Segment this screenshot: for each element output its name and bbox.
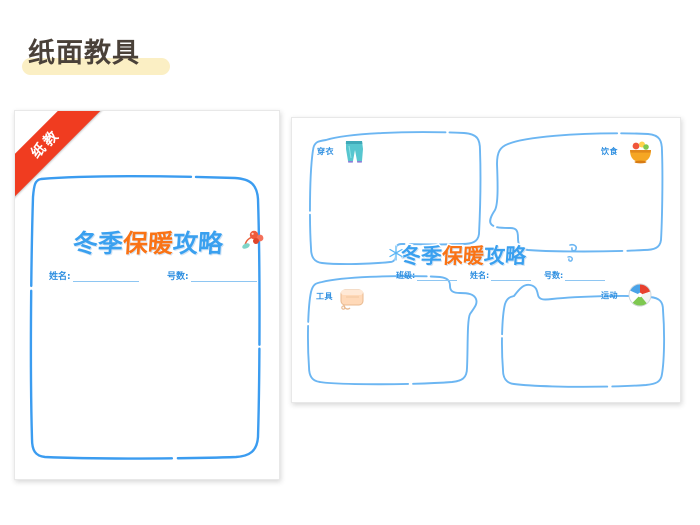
bubble-diet — [489, 132, 664, 253]
bubble-tools — [307, 275, 478, 386]
bubble-sports — [501, 283, 666, 388]
title-char: 保 — [121, 228, 151, 260]
title-char: 略 — [503, 243, 529, 270]
food-bowl-icon — [630, 141, 651, 164]
field-class[interactable]: 班级: — [396, 270, 458, 281]
field-number[interactable]: 号数: — [544, 270, 606, 281]
student-fields-left: 姓名: 号数: — [49, 269, 279, 285]
worksheet-title-left: 冬季保暖攻略 — [70, 228, 226, 260]
field-name[interactable]: 姓名: — [470, 270, 532, 281]
title-char: 保 — [440, 243, 466, 270]
bubble-label-tools: 工具 — [316, 292, 333, 301]
speech-bubble-group — [307, 131, 666, 388]
title-char: 冬 — [70, 228, 100, 260]
field-underline[interactable] — [190, 281, 257, 282]
beach-ball-icon — [628, 283, 652, 307]
title-char: 攻 — [171, 228, 201, 260]
page-title-text: 纸面教具 — [28, 38, 140, 69]
field-underline[interactable] — [491, 280, 532, 281]
bubble-label-sports: 运动 — [601, 291, 618, 300]
title-char: 暖 — [146, 228, 176, 260]
title-char: 攻 — [482, 243, 508, 270]
title-highlight-bar — [22, 58, 170, 75]
field-label: 号数: — [544, 271, 564, 280]
field-underline[interactable] — [417, 280, 458, 281]
field-label: 班级: — [396, 271, 416, 280]
field-underline[interactable] — [565, 280, 606, 281]
worksheet-card-lined[interactable]: 纸教 冬季保暖攻略 姓名: 号数: — [14, 110, 280, 480]
hand-drawn-frame — [29, 175, 261, 460]
worksheet-title-right: 冬季保暖攻略 — [398, 243, 529, 270]
pants-icon — [345, 141, 363, 163]
bubble-label-clothing: 穿衣 — [317, 147, 334, 156]
field-name[interactable]: 姓名: — [49, 269, 139, 282]
title-char: 季 — [96, 228, 126, 260]
field-label: 姓名: — [470, 271, 490, 280]
field-number[interactable]: 号数: — [167, 269, 257, 282]
hot-water-bag-icon — [340, 289, 364, 310]
field-label: 姓名: — [49, 272, 71, 282]
snowflake-icon — [388, 244, 404, 262]
bubble-label-diet: 饮食 — [601, 147, 618, 156]
student-fields-right: 班级: 姓名: 号数: — [396, 270, 606, 284]
page-title: 纸面教具 — [22, 32, 170, 76]
field-label: 号数: — [167, 272, 189, 282]
title-char: 暖 — [461, 243, 487, 270]
title-char: 略 — [196, 228, 226, 260]
bubble-clothing — [309, 131, 482, 266]
field-underline[interactable] — [72, 281, 139, 282]
title-char: 季 — [419, 243, 445, 270]
worksheet-card-bubbles[interactable]: 穿衣 饮食 工具 运动 — [291, 117, 681, 403]
music-note-icon — [567, 243, 577, 262]
